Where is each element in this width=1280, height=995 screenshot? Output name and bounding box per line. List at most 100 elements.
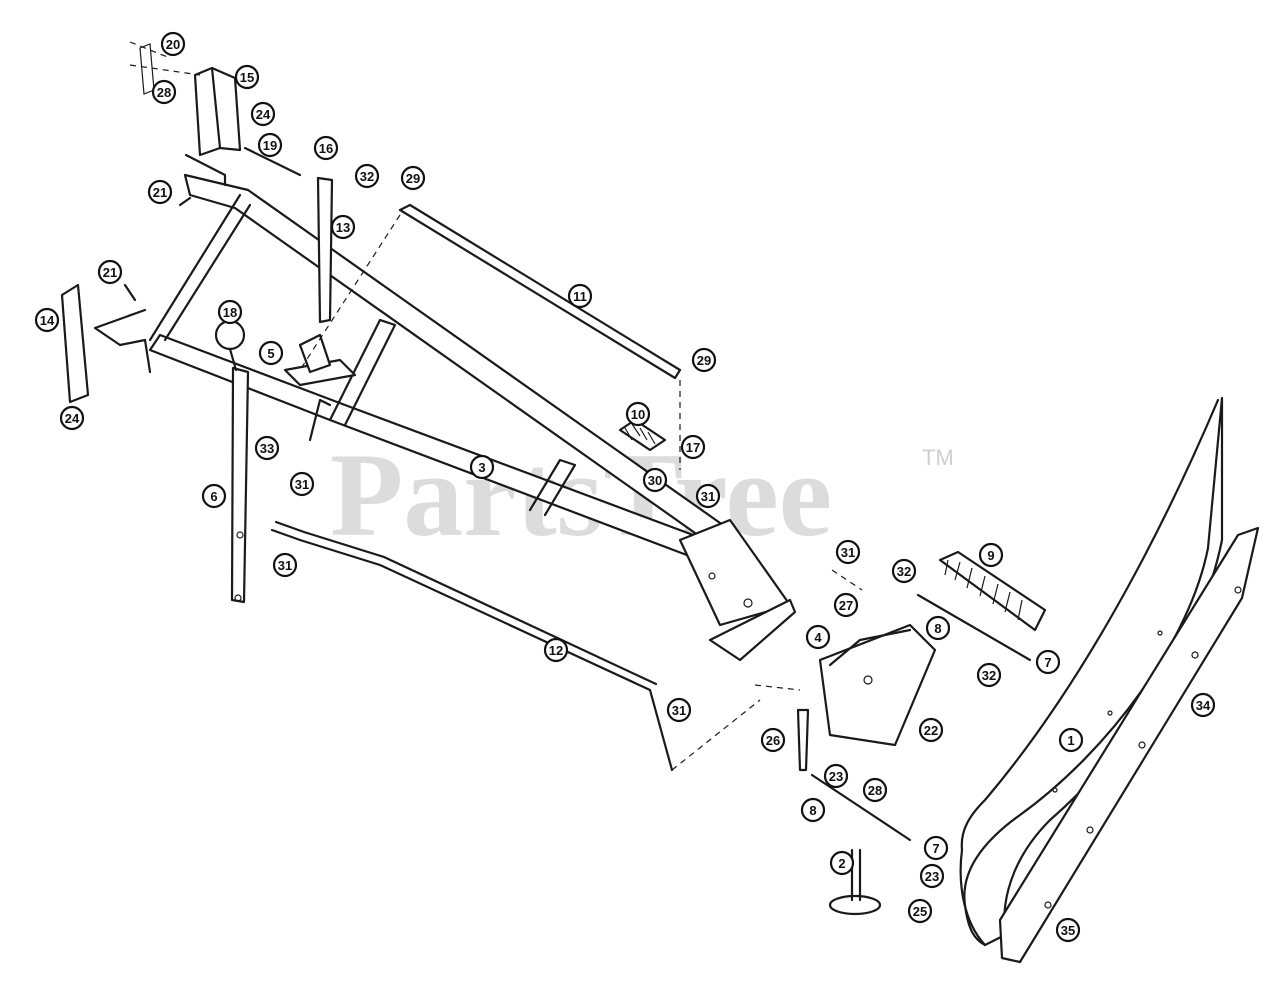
callout-circle [833,592,859,618]
callout-label: 12 [549,643,563,658]
callout-circle [354,163,380,189]
callout-label: 18 [223,305,237,320]
callout-label: 35 [1061,923,1075,938]
callout-label: 24 [65,411,80,426]
pivot-bracket [283,333,357,442]
callout-label: 28 [157,85,171,100]
callout-circle [862,777,888,803]
callout-label: 7 [1044,655,1051,670]
callout-11: 11 [567,283,593,309]
callout-label: 17 [686,440,700,455]
callout-7: 7 [1035,649,1061,675]
callout-circle [691,347,717,373]
callout-34: 34 [1190,692,1216,718]
callout-circle [1035,649,1061,675]
callout-18: 18 [217,299,243,325]
callout-label: 4 [814,630,822,645]
spring-10 [618,418,667,452]
callout-label: 25 [913,904,927,919]
callout-label: 15 [240,70,254,85]
callout-label: 34 [1196,698,1211,713]
callout-label: 31 [295,477,309,492]
callout-circle [34,307,60,333]
callout-circle [160,31,186,57]
callout-32: 32 [891,558,917,584]
watermark-tm: TM [922,445,954,470]
callout-33: 33 [254,435,280,461]
rod-11 [299,203,682,470]
callout-31: 31 [289,471,315,497]
callout-7: 7 [923,835,949,861]
lift-links [230,176,334,604]
callout-circle [695,483,721,509]
callout-8: 8 [800,797,826,823]
callout-label: 1 [1067,733,1074,748]
callout-circle [147,179,173,205]
callout-circle [151,79,177,105]
callout-circle [217,299,243,325]
callout-9: 9 [978,542,1004,568]
callout-circle [258,340,284,366]
callout-label: 14 [40,313,55,328]
callout-label: 26 [766,733,780,748]
callout-circle [289,471,315,497]
callout-circle [1058,727,1084,753]
callout-2: 2 [829,850,855,876]
callout-29: 29 [691,347,717,373]
callout-circle [891,558,917,584]
rod-12 [270,520,761,772]
callout-31: 31 [272,552,298,578]
callout-14: 14 [34,307,60,333]
cutting-edge [998,526,1260,964]
callout-17: 17 [680,434,706,460]
callout-21: 21 [147,179,173,205]
callout-24: 24 [59,405,85,431]
callout-label: 32 [982,668,996,683]
callout-6: 6 [201,483,227,509]
callout-label: 30 [648,473,662,488]
callout-label: 13 [336,220,350,235]
callout-label: 32 [897,564,911,579]
callout-label: 16 [319,141,333,156]
callout-28: 28 [151,79,177,105]
callout-23: 23 [919,863,945,889]
callout-circle [805,624,831,650]
callout-25: 25 [907,898,933,924]
callout-21: 21 [97,259,123,285]
callout-label: 10 [631,407,645,422]
callout-circle [1190,692,1216,718]
callout-15: 15 [234,64,260,90]
callout-label: 28 [868,783,882,798]
callout-35: 35 [1055,917,1081,943]
callout-circle [907,898,933,924]
callout-20: 20 [160,31,186,57]
callout-circle [313,135,339,161]
callout-label: 3 [478,460,485,475]
callout-22: 22 [918,717,944,743]
callout-label: 7 [932,841,939,856]
callout-3: 3 [469,454,495,480]
callout-27: 27 [833,592,859,618]
callout-label: 9 [987,548,994,563]
callout-circle [272,552,298,578]
callout-label: 29 [697,353,711,368]
callout-label: 20 [166,37,180,52]
callout-circle [642,467,668,493]
callout-circle [1055,917,1081,943]
callout-30: 30 [642,467,668,493]
callout-label: 11 [573,289,587,304]
callout-label: 31 [278,558,292,573]
callout-label: 27 [839,598,853,613]
a-frame [93,173,797,662]
callout-12: 12 [543,637,569,663]
brackets [60,66,242,404]
callout-29: 29 [400,165,426,191]
callout-circle [234,64,260,90]
callout-circle [97,259,123,285]
callout-circle [978,542,1004,568]
callout-24: 24 [250,101,276,127]
callout-circle [330,214,356,240]
